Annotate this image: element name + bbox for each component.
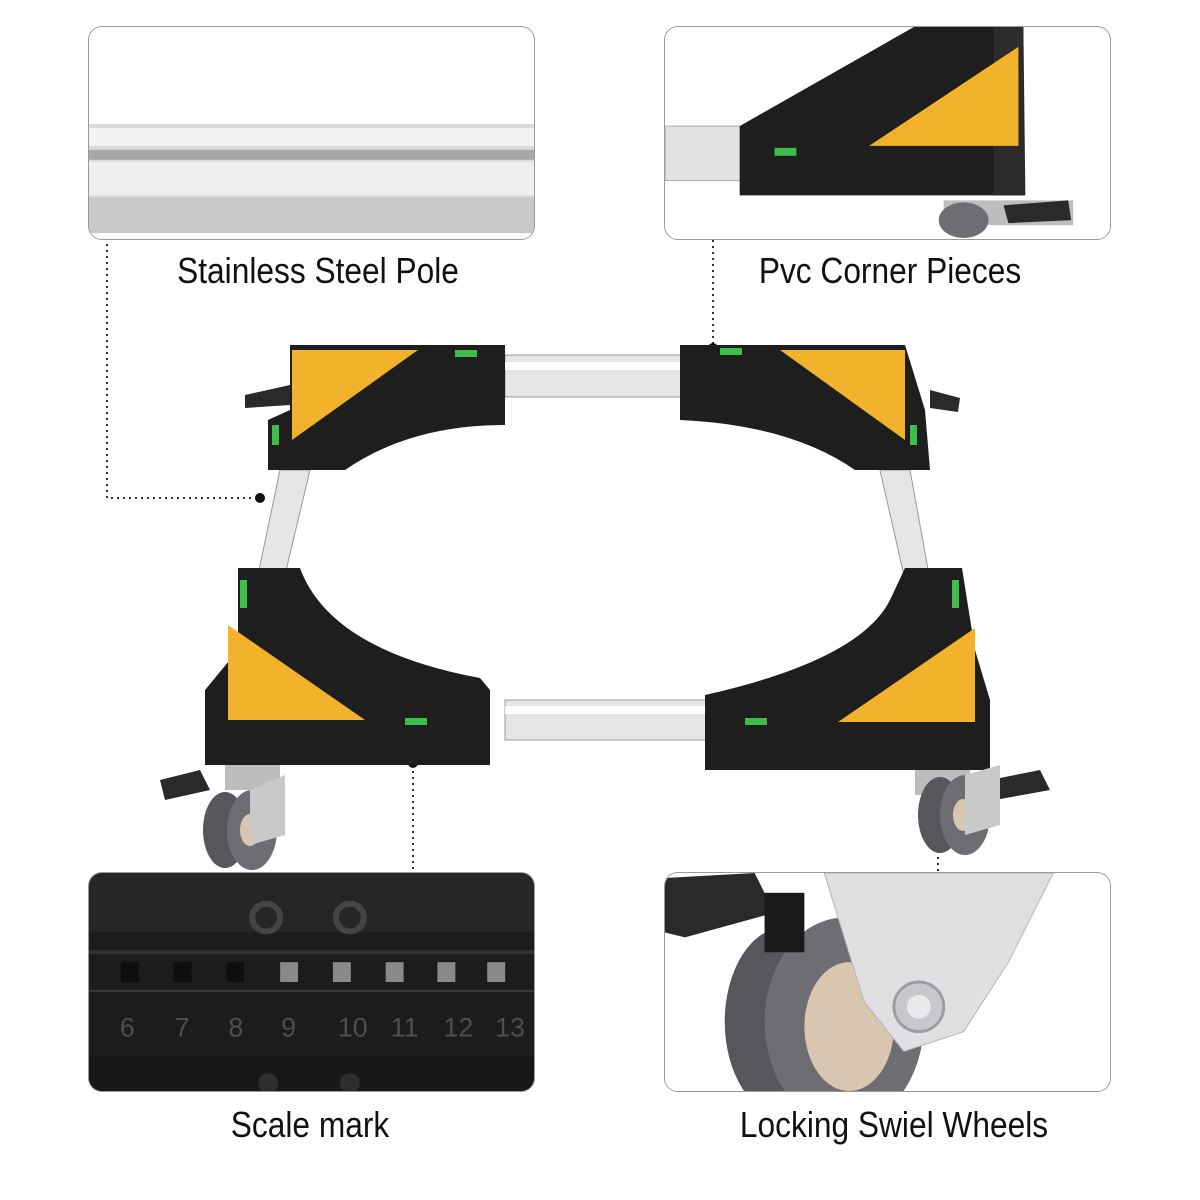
wheel-bottom-left xyxy=(160,765,285,870)
steel-pole-image xyxy=(89,27,534,239)
pole-detail-panel xyxy=(88,26,535,240)
leader-lines xyxy=(106,238,939,872)
scale-caption: Scale mark xyxy=(230,1104,390,1145)
wheel-caption: Locking Swiel Wheels xyxy=(739,1104,1049,1145)
scale-number-7: 7 xyxy=(175,1013,190,1043)
corner-top-left xyxy=(245,345,505,470)
scale-detail-panel: 6 7 8 9 10 11 12 13 xyxy=(88,872,535,1092)
wheel-bottom-right xyxy=(915,765,1050,855)
corner-top-right xyxy=(680,345,960,470)
corner-detail-panel xyxy=(664,26,1111,240)
scale-number-11: 11 xyxy=(391,1013,419,1043)
scale-number-12: 12 xyxy=(443,1013,473,1043)
wheel-detail-panel xyxy=(664,872,1111,1092)
scale-slots xyxy=(120,962,506,982)
corner-caption: Pvc Corner Pieces xyxy=(758,250,1022,291)
scale-number-8: 8 xyxy=(228,1013,243,1043)
pole-caption: Stainless Steel Pole xyxy=(177,250,459,291)
scale-number-9: 9 xyxy=(281,1013,296,1043)
scale-number-6: 6 xyxy=(120,1013,135,1043)
corner-piece-image xyxy=(665,27,1110,239)
scale-numbers: 6 7 8 9 10 11 12 13 xyxy=(120,1013,525,1043)
corner-bottom-left xyxy=(205,568,490,765)
scale-number-13: 13 xyxy=(495,1013,525,1043)
scale-mark-image: 6 7 8 9 10 11 12 13 xyxy=(89,873,534,1091)
pole-leader xyxy=(106,238,260,499)
corner-bottom-right xyxy=(705,568,990,770)
scale-number-10: 10 xyxy=(338,1013,368,1043)
locking-wheel-image xyxy=(665,873,1110,1091)
